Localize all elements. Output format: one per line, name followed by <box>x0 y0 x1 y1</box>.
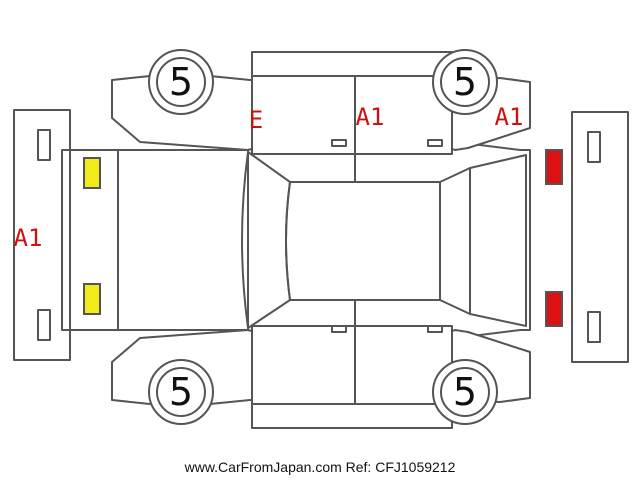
car-body-outline <box>61 139 531 341</box>
rear-left-lamp <box>545 149 563 185</box>
tread-depth-front-left: 5 <box>169 60 193 104</box>
tread-depth-rear-right: 5 <box>453 370 477 414</box>
reference-text: www.CarFromJapan.com Ref: CFJ1059212 <box>184 459 456 475</box>
front-right-lamp <box>83 283 101 315</box>
tyre-front-right: 5 <box>148 359 214 425</box>
tyre-rear-left: 5 <box>432 49 498 115</box>
mark-left-front-door: E <box>249 106 263 134</box>
front-bumper-panel <box>13 109 71 361</box>
rear-lamps <box>545 149 563 327</box>
mark-front-bumper: A1 <box>14 224 43 252</box>
front-lamps <box>83 157 101 315</box>
mark-left-rear-door: A1 <box>356 103 385 131</box>
rear-right-lamp <box>545 291 563 327</box>
front-left-lamp <box>83 157 101 189</box>
tyre-front-left: 5 <box>148 49 214 115</box>
tyre-rear-right: 5 <box>432 359 498 425</box>
tread-depth-front-right: 5 <box>169 370 193 414</box>
rear-bumper-panel <box>571 111 629 363</box>
tread-depth-rear-left: 5 <box>453 60 477 104</box>
mark-left-rear-quarter: A1 <box>495 103 524 131</box>
